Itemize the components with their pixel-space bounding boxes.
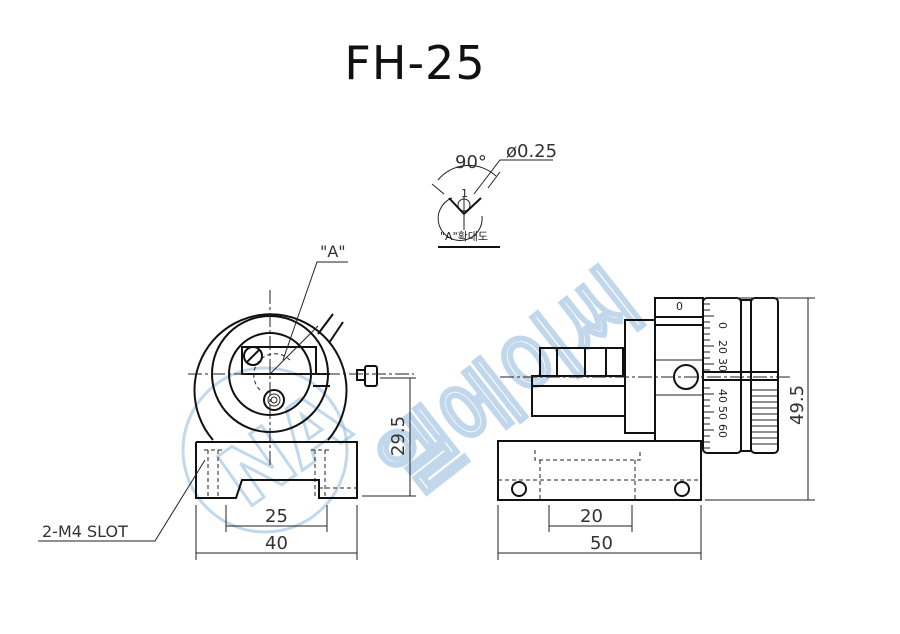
front-view: "A" 2-M4 SLOT 25 40 29.5 xyxy=(38,242,416,560)
detail-view-a: 90° ø0.25 1 "A"확대도 xyxy=(431,141,557,248)
svg-text:20: 20 xyxy=(716,340,729,354)
dim-width-40: 40 xyxy=(265,533,288,554)
detail-caption: "A"확대도 xyxy=(440,230,488,243)
svg-text:50: 50 xyxy=(716,406,729,420)
dial-labels: 0 20 30 40 50 60 xyxy=(716,322,729,438)
diameter-label: ø0.25 xyxy=(506,141,557,162)
dim-height-29-5: 29.5 xyxy=(388,416,409,456)
svg-text:60: 60 xyxy=(716,424,729,438)
svg-text:0: 0 xyxy=(716,322,729,329)
watermark: NA 엘에이씨 xyxy=(181,253,661,534)
watermark-logo-text: NA xyxy=(203,372,366,526)
side-view: 0 0 20 30 40 50 60 49.5 20 50 xyxy=(497,297,815,560)
dim-slot-spacing: 25 xyxy=(265,506,288,527)
dim-hole-spacing: 20 xyxy=(580,506,603,527)
drawing-title: FH-25 xyxy=(344,36,486,90)
dim-height-49-5: 49.5 xyxy=(787,385,808,425)
watermark-logo-ring xyxy=(181,366,349,534)
slot-label: 2-M4 SLOT xyxy=(42,522,128,541)
scale-index: 0 xyxy=(676,300,683,313)
dim-width-50: 50 xyxy=(590,533,613,554)
callout-a-label: "A" xyxy=(320,242,346,261)
dial-ticks xyxy=(704,303,777,449)
callout-number: 1 xyxy=(461,187,468,200)
svg-text:40: 40 xyxy=(716,389,729,403)
watermark-text: 엘에이씨 xyxy=(363,255,659,516)
svg-text:30: 30 xyxy=(716,358,729,372)
angle-label: 90° xyxy=(455,152,487,173)
